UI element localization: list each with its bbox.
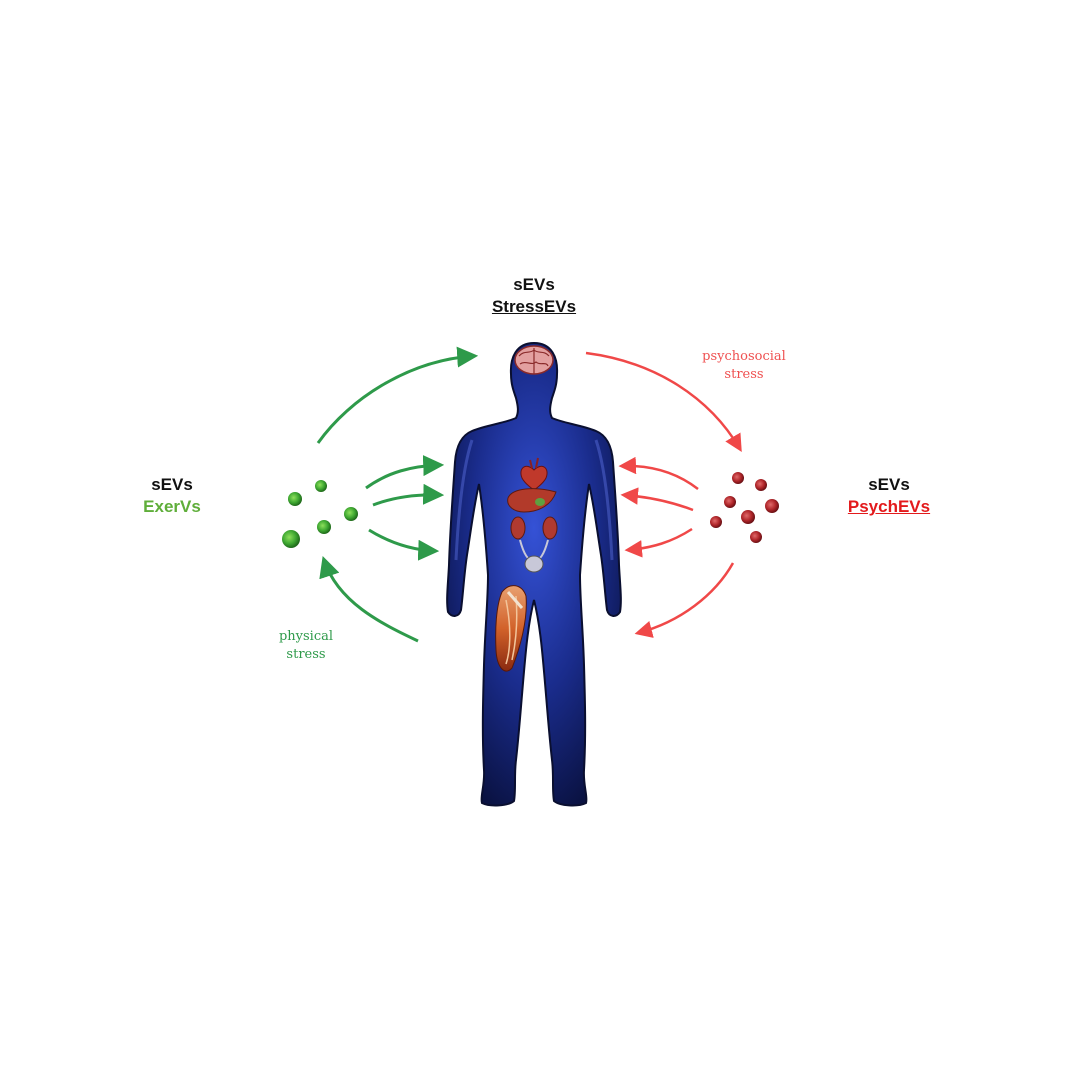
psychosocial-stress-note: psychosocial stress [684, 348, 804, 384]
green-arrows [316, 346, 479, 643]
human-body-figure [446, 341, 622, 807]
arrow-psychevs-to-body-3 [624, 527, 693, 558]
arrow-psychevs-to-body-2 [620, 487, 694, 512]
red-vesicle [755, 479, 767, 491]
arrow-brain-to-psychevs [585, 351, 742, 453]
top-label-line2: StressEVs [491, 297, 577, 316]
body-silhouette [446, 341, 622, 807]
arrow-psychevs-to-body-4 [634, 562, 735, 638]
red-vesicle [724, 496, 736, 508]
liver-icon [507, 488, 557, 513]
left-label-line2: ExerVs [143, 497, 201, 516]
arrow-psychevs-to-body-1 [618, 456, 699, 490]
left-label-line1: sEVs [151, 475, 193, 494]
arrow-exervs-to-body-3 [368, 528, 440, 561]
arrow-exervs-to-brain [316, 346, 479, 444]
red-vesicle [710, 516, 722, 528]
right-label-line1: sEVs [868, 475, 910, 494]
arrow-physical-stress [319, 556, 419, 643]
right-label-line2: PsychEVs [847, 497, 931, 516]
top-label: sEVs StressEVs [454, 274, 614, 318]
red-vesicle [741, 510, 755, 524]
physical-stress-note: physical stress [256, 628, 356, 664]
top-label-line1: sEVs [513, 275, 555, 294]
psychosocial-note-line2: stress [724, 367, 764, 382]
green-vesicle [317, 520, 331, 534]
green-vesicle [315, 480, 327, 492]
physical-note-line1: physical [278, 629, 334, 644]
thigh-muscle-icon [495, 585, 527, 672]
green-vesicle [344, 507, 358, 521]
green-vesicle [282, 530, 300, 548]
left-label: sEVs ExerVs [112, 474, 232, 518]
right-label: sEVs PsychEVs [824, 474, 954, 518]
psychosocial-note-line1: psychosocial [702, 349, 786, 364]
red-vesicle [750, 531, 762, 543]
red-vesicle [732, 472, 744, 484]
red-vesicle [765, 499, 779, 513]
red-arrows [585, 351, 742, 638]
physical-note-line2: stress [286, 647, 326, 662]
kidneys-icon [510, 516, 558, 573]
exervs-vesicle-cluster [282, 480, 358, 548]
arrow-exervs-to-body-1 [365, 455, 445, 490]
psychevs-vesicle-cluster [710, 472, 779, 543]
arrow-exervs-to-body-2 [372, 483, 445, 507]
green-vesicle [288, 492, 302, 506]
brain-icon [514, 345, 554, 375]
